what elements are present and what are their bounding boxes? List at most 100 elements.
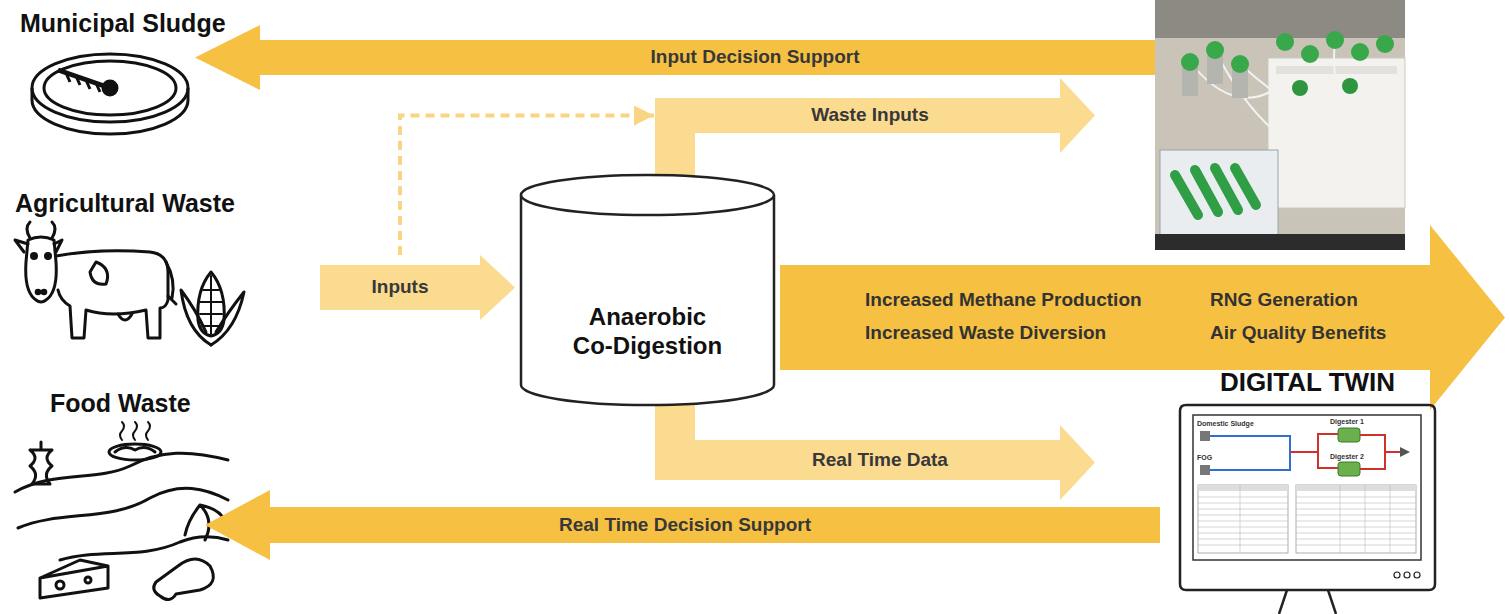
food-waste-icon [30,442,52,484]
lab-photo [1155,0,1405,38]
food-waste-icon [15,422,228,600]
clarifier-icon [32,54,188,134]
arrow-label: Waste Inputs [811,104,929,127]
cow-icon [26,237,57,302]
lab-photo [1351,43,1369,61]
lab-photo [1276,33,1294,51]
text-slot: Waste Inputs [755,98,985,133]
digester-cylinder: Anaerobic Co-Digestion [520,175,775,405]
digital-twin-screen [1400,447,1410,457]
food-waste-icon [85,577,91,583]
cow-icon [36,290,40,294]
waste-inputs-arrow-part [655,78,1095,188]
clarifier-icon [66,73,100,92]
digital-twin-screen [1360,435,1400,469]
benefit-label: Air Quality Benefits [1210,322,1386,345]
digester-cylinder-outline [520,175,775,405]
corn-icon [211,292,244,345]
source-heading: Agricultural Waste [15,188,235,218]
text-slot: Input Decision Support [495,40,1015,75]
real-time-data-arrow-part [655,395,1095,500]
waste-inputs-arrow-outline [655,78,1095,188]
digital-twin-monitor-part [1193,415,1421,560]
arrow-label: Real Time Data [812,449,948,472]
lab-photo [1190,40,1350,150]
text-slot: RNG Generation [1210,287,1435,313]
label-slot: Agricultural Waste [15,186,277,220]
screen-text: Domestic Sludge [1197,420,1254,427]
food-waste-icon [120,422,150,440]
decision-support-arrow-part [205,490,1160,560]
benefits-arrow-part [780,225,1505,410]
digital-twin-screen [1198,485,1288,553]
corn-icon [181,290,211,345]
digital-twin-screen [1200,431,1210,441]
digester-cylinder-part [521,175,774,215]
text-slot: Digester 1 [1330,416,1378,426]
lab-photo [1181,53,1199,71]
arrow-label: Input Decision Support [651,46,860,69]
digital-twin-screen [1198,485,1288,553]
digital-twin-screen [1210,436,1290,470]
corn-icon [181,272,244,345]
food-waste-icon [56,581,64,589]
screen-text: Digester 1 [1330,418,1364,425]
text-slot: Air Quality Benefits [1210,320,1435,346]
food-waste-icon [109,444,161,460]
benefit-label: Increased Methane Production [865,289,1142,312]
screen-text: Digester 2 [1330,453,1364,460]
text-slot: DIGITAL TWIN [1175,365,1440,401]
decision-support-arrow-part [195,25,1155,90]
digital-twin-screen [1338,462,1360,476]
inputs-arrow: Inputs [320,255,515,320]
lab-photo [1160,150,1278,236]
digital-twin-screen [1200,465,1210,475]
arrow-label: Real Time Decision Support [559,514,811,537]
food-waste-icon [115,447,155,452]
arrow-label: Inputs [372,276,429,299]
cow-icon [118,314,132,320]
inputs-arrow-part [320,255,515,320]
text-slot: Increased Waste Diversion [865,320,1200,346]
text-slot: Increased Methane Production [865,287,1200,313]
digital-twin-screen [1338,428,1360,442]
label-slot: Food Waste [50,386,250,420]
lab-photo [1231,55,1249,73]
lab-photo [1206,41,1224,59]
digital-twin-screen [1198,428,1416,553]
decision-support-arrow: Input Decision Support [195,25,1155,90]
cow-icon [15,222,176,338]
source-heading: Municipal Sludge [20,8,226,38]
digital-twin-screen [1296,485,1416,491]
text-slot: Domestic Sludge [1197,418,1269,428]
lab-photo [1155,0,1405,250]
food-waste-icon [60,537,228,561]
text-slot: Anaerobic Co-Digestion [569,300,726,364]
text-slot: Real Time Data [755,440,1005,480]
digital-twin-screen [1198,485,1288,491]
monitor-heading: DIGITAL TWIN [1220,367,1395,398]
digital-twin-monitor: DIGITAL TWIN Domestic Sludge Digester 1 FOG… [1175,365,1440,614]
decision-support-arrow: Real Time Decision Support [205,490,1160,560]
lab-photo [1292,80,1308,96]
food-waste-icon [154,559,214,600]
clarifier-icon [58,70,110,88]
screen-text: FOG [1197,454,1212,461]
text-slot: Digester 2 [1330,451,1378,461]
lab-photo [1175,168,1256,215]
cow-icon [46,254,51,259]
digital-twin-monitor-part [1394,572,1420,578]
digital-twin-monitor-outline [1175,365,1440,614]
lab-photo [1326,31,1344,49]
clarifier-icon [32,54,188,122]
text-slot: FOG [1197,452,1231,462]
cow-icon [90,262,108,284]
text-slot: Real Time Decision Support [485,507,885,543]
cow-icon [56,251,168,338]
benefit-label: RNG Generation [1210,289,1358,312]
waste-inputs-arrow: Waste Inputs [655,78,1095,188]
food-waste-icon [40,560,108,598]
lab-photo [1155,0,1405,250]
cow-icon [166,262,176,304]
